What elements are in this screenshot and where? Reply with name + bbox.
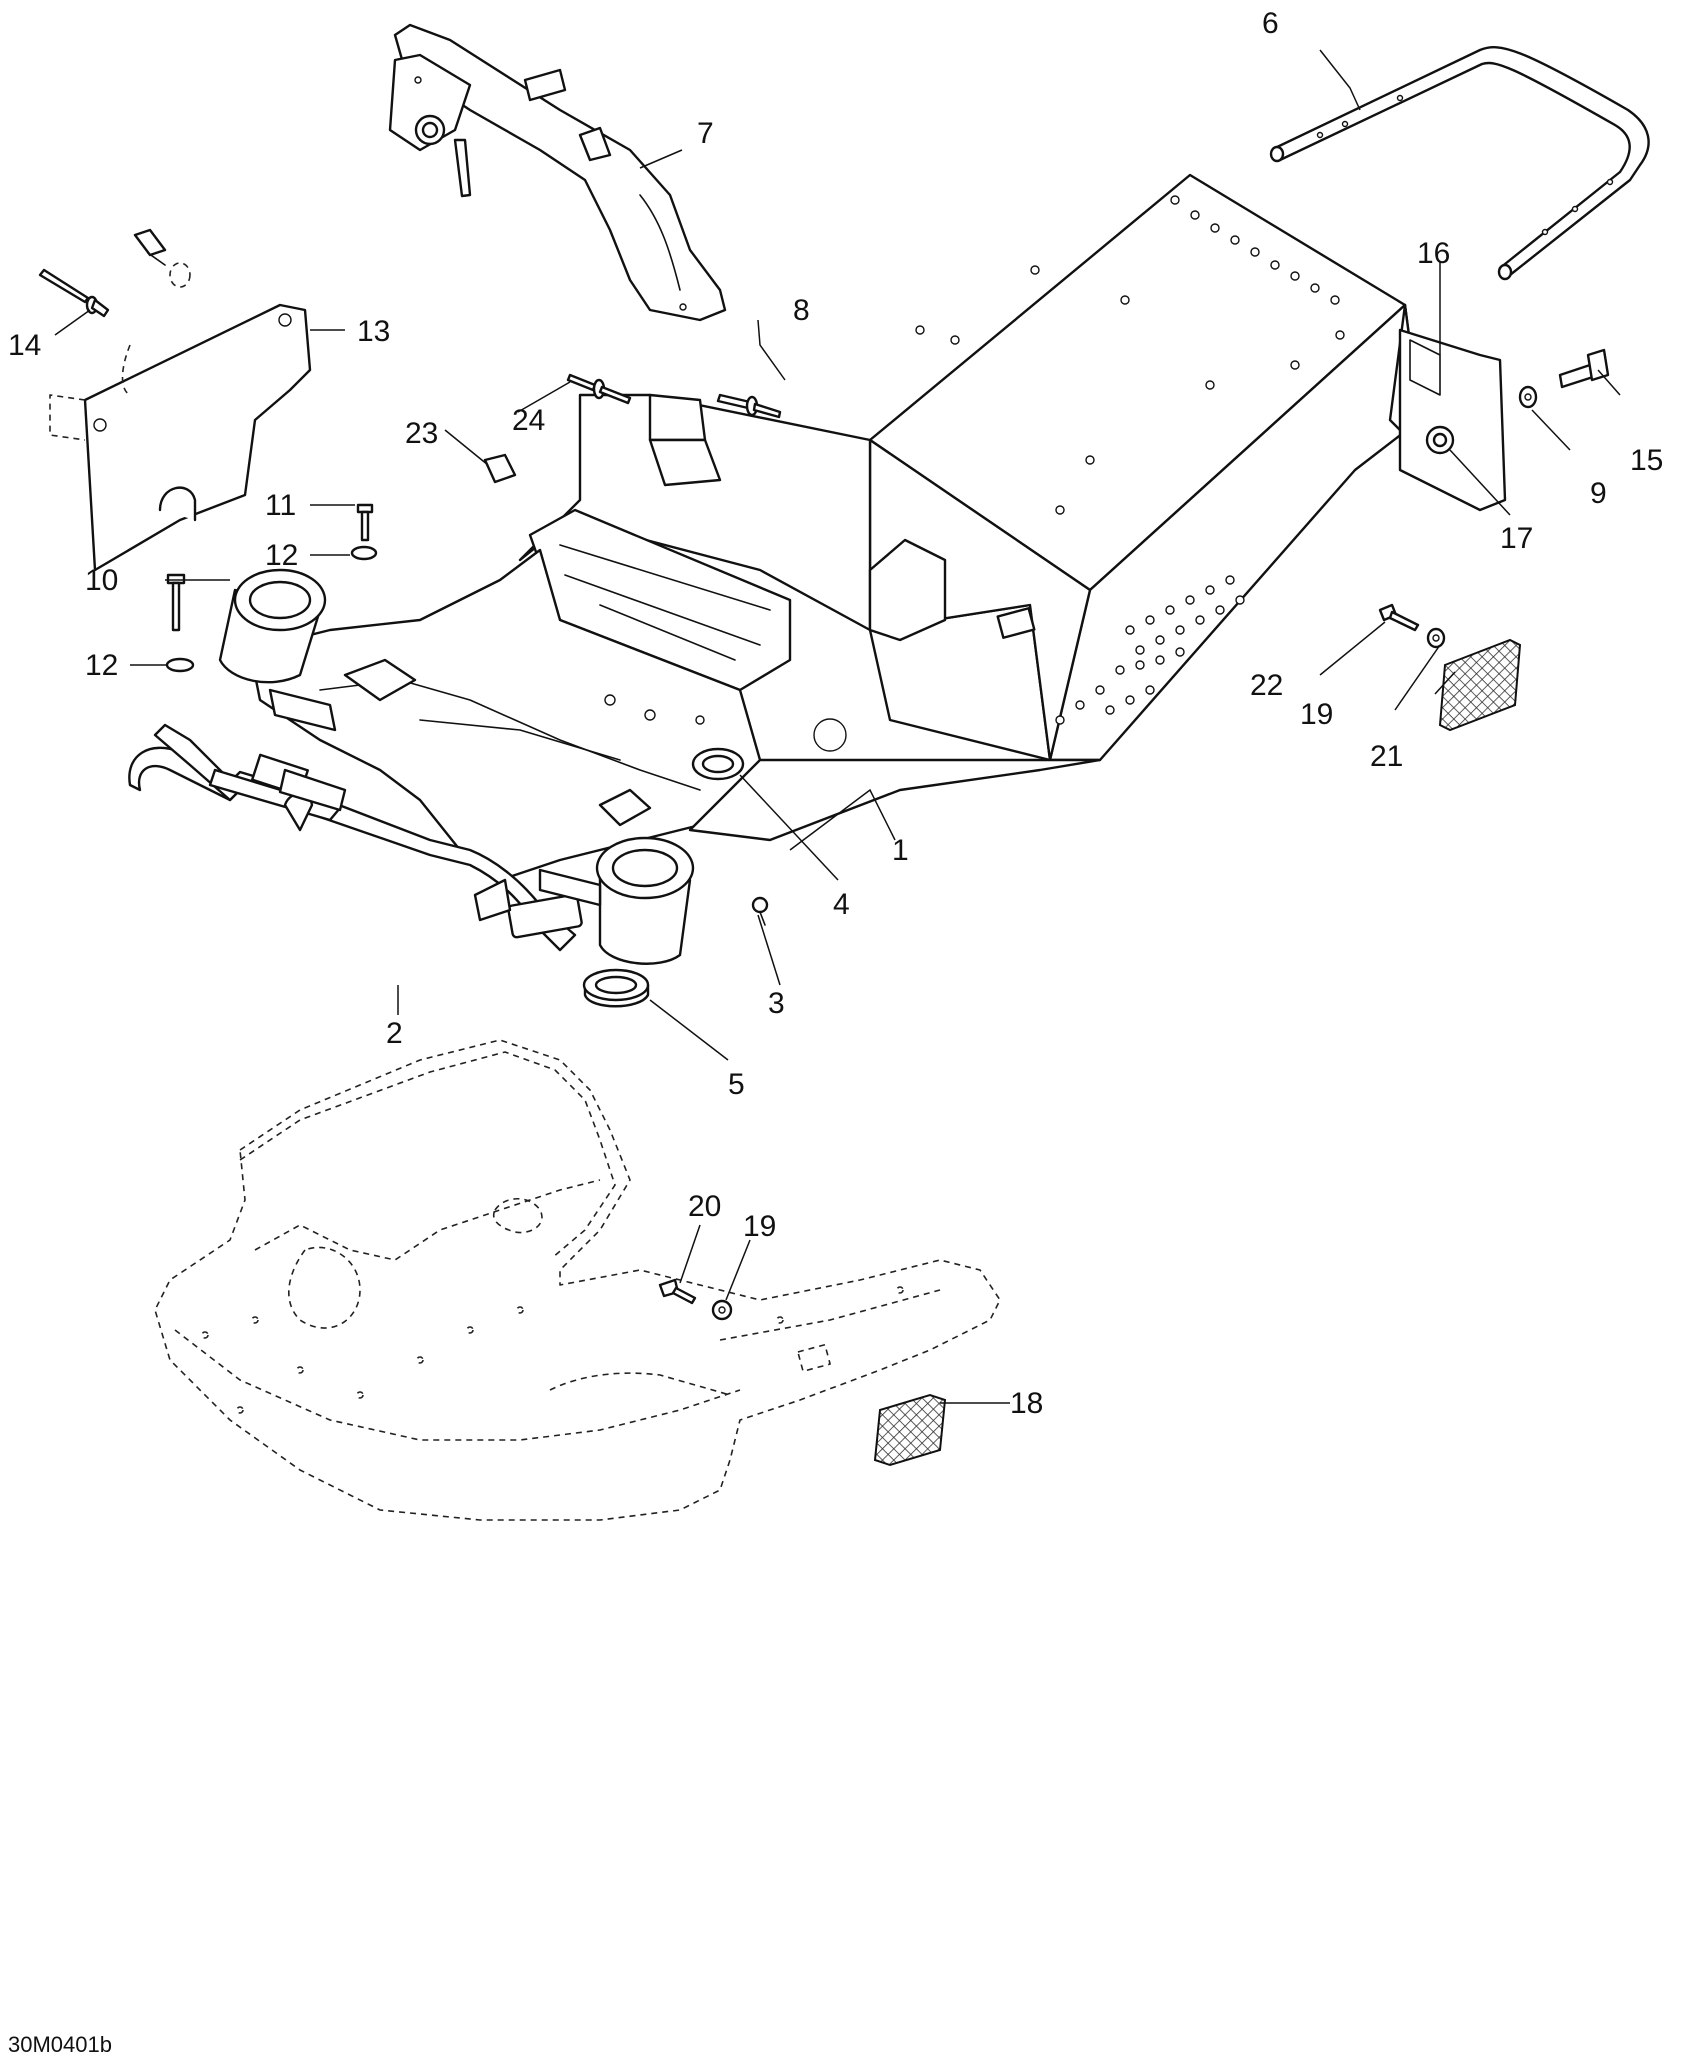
clip-23 [483, 453, 517, 484]
callout-1: 1 [892, 834, 909, 867]
rear-bolt [1558, 348, 1610, 389]
callout-5: 5 [728, 1068, 745, 1101]
washer-12-upper [350, 545, 378, 561]
frame-rivet-holes [915, 195, 1345, 515]
callout-15: 15 [1630, 444, 1663, 477]
callout-labels: 1 2 3 4 5 6 7 8 9 10 11 12 12 13 14 15 1… [8, 7, 1663, 2057]
callout-7: 7 [697, 117, 714, 150]
callout-20: 20 [688, 1190, 721, 1223]
rear-mount-bracket [1398, 328, 1507, 512]
lock-nut [1425, 425, 1455, 455]
washer-12-lower [165, 657, 195, 673]
side-panel-perforations [1055, 575, 1245, 725]
washer-19-lower [711, 1299, 733, 1321]
side-panel [49, 303, 312, 572]
callout-10: 10 [85, 564, 118, 597]
callout-8: 8 [793, 294, 810, 327]
callout-22: 22 [1250, 669, 1283, 702]
frame-tunnel [248, 173, 1422, 882]
callout-23: 23 [405, 417, 438, 450]
screw-loose [133, 228, 191, 288]
callout-9: 9 [1590, 477, 1607, 510]
rivet-24 [566, 373, 632, 405]
washer-19-upper [1426, 627, 1446, 649]
reference-code: 30M0401b [8, 2032, 112, 2057]
spindle-housing-left [218, 568, 327, 684]
callout-12-upper: 12 [265, 539, 298, 572]
callout-16: 16 [1417, 237, 1450, 270]
steering-support-bracket [388, 23, 727, 322]
callout-2: 2 [386, 1017, 403, 1050]
callout-11: 11 [265, 489, 296, 522]
callout-4: 4 [833, 888, 850, 921]
screw-3 [751, 896, 769, 926]
leader-lines [54, 49, 1621, 1404]
rivet-14 [38, 268, 110, 318]
callout-19-upper: 19 [1300, 698, 1333, 731]
callout-18: 18 [1010, 1387, 1043, 1420]
callout-6: 6 [1262, 7, 1279, 40]
front-end-brackets [268, 658, 652, 907]
callout-3: 3 [768, 987, 785, 1020]
bushing-upper [691, 747, 745, 781]
screw-22 [1378, 603, 1420, 632]
bushing-lower [582, 968, 650, 1008]
callout-17: 17 [1500, 522, 1533, 555]
callout-21: 21 [1370, 740, 1403, 773]
belly-pan-outline [154, 1039, 1001, 1521]
callout-19-lower: 19 [743, 1210, 776, 1243]
callout-24: 24 [512, 404, 545, 437]
callout-14: 14 [8, 329, 41, 362]
washer-rear [1518, 385, 1538, 409]
callout-13: 13 [357, 315, 390, 348]
bolt-11 [356, 503, 374, 542]
callout-12-lower: 12 [85, 649, 118, 682]
reflector-18 [873, 1393, 947, 1467]
bolt-10 [166, 573, 186, 632]
rivet-8 [716, 393, 782, 419]
screw-20 [658, 1278, 697, 1305]
spindle-housing-right [595, 836, 695, 965]
reflector-21 [1438, 638, 1522, 732]
rear-handle-tube [1269, 46, 1650, 281]
